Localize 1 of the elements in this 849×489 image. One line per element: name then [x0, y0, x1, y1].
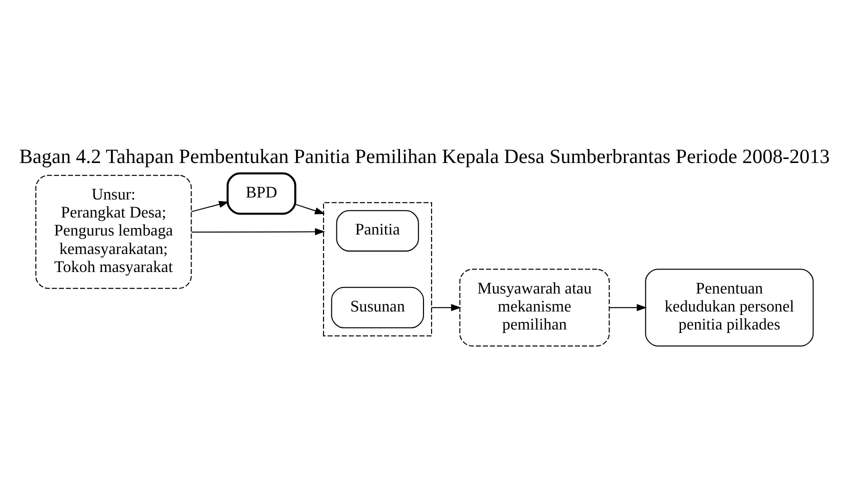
diagram-title: Bagan 4.2 Tahapan Pembentukan Panitia Pemilihan Kepala Desa Sumberbrantas Periode 2008-2013: [19, 146, 830, 168]
